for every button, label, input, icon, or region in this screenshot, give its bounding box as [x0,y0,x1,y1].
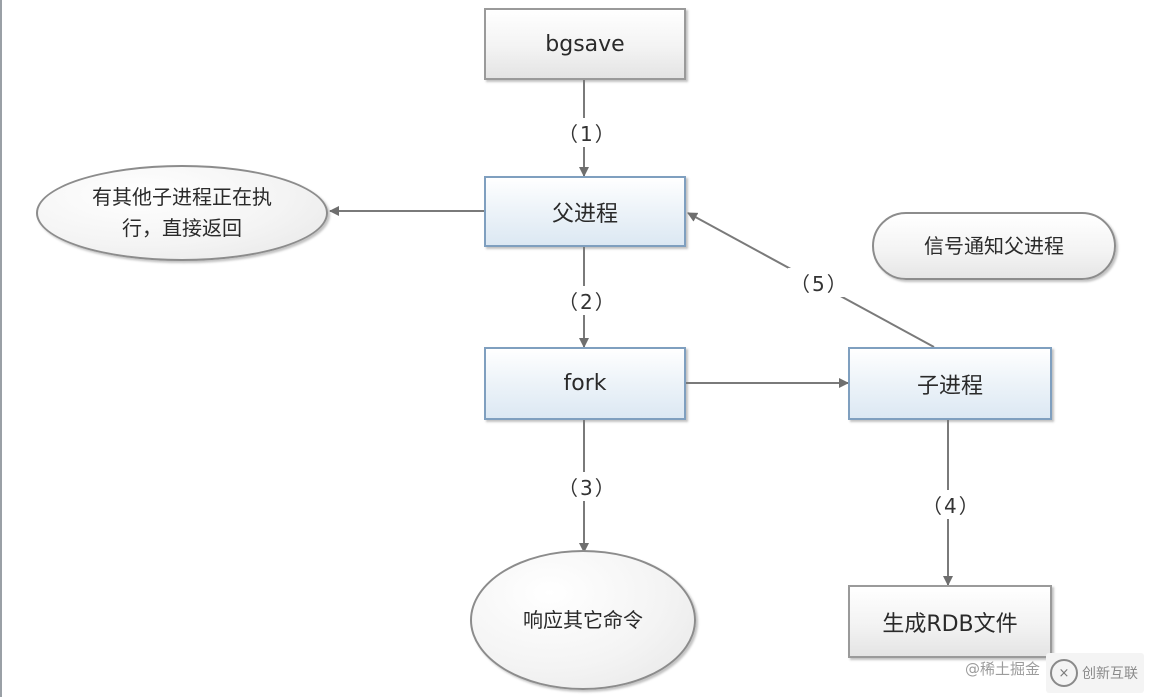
rdb-file-label: 生成RDB文件 [882,611,1018,637]
fork-label: fork [563,371,607,396]
fork-node: fork [484,347,686,420]
signal-parent-node: 信号通知父进程 [872,212,1116,280]
respond-commands-label: 响应其它命令 [523,607,643,632]
busy-return-line1: 有其他子进程正在执 [92,185,272,209]
edge-label-1: （1） [556,118,619,147]
left-frame-border [0,0,2,697]
brand-watermark: × 创新互联 [1046,653,1144,693]
bgsave-node: bgsave [484,8,686,80]
busy-return-line2: 行，直接返回 [122,216,242,240]
busy-return-node: 有其他子进程正在执 行，直接返回 [36,165,328,261]
bgsave-label: bgsave [545,31,625,57]
edge-label-5: （5） [788,268,851,297]
rdb-file-node: 生成RDB文件 [848,585,1052,658]
edge-label-2: （2） [556,286,619,315]
child-process-label: 子进程 [916,373,983,399]
brand-logo-icon: × [1050,659,1078,687]
parent-process-label: 父进程 [551,201,618,227]
juejin-watermark: @稀土掘金 [965,660,1041,678]
edge-label-4: （4） [920,490,983,519]
parent-process-node: 父进程 [484,176,686,247]
edge-label-3: （3） [556,472,619,501]
signal-parent-label: 信号通知父进程 [924,234,1064,258]
child-process-node: 子进程 [848,347,1052,420]
brand-watermark-text: 创新互联 [1082,666,1138,682]
respond-commands-node: 响应其它命令 [470,550,696,690]
